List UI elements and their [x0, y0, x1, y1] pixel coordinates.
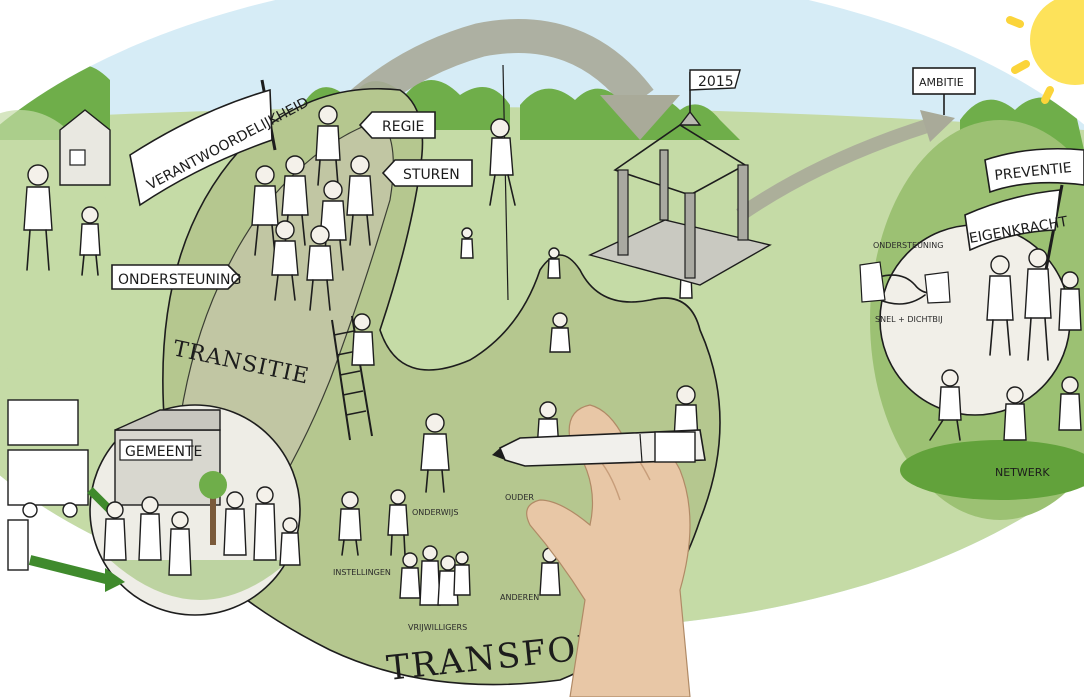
vrijwilligers-label: VRIJWILLIGERS	[408, 623, 467, 632]
person-onderwijs	[420, 413, 450, 493]
person	[547, 247, 561, 279]
gemeente-globe: GEMEENTE	[89, 404, 301, 616]
arrow-to-ambitie	[736, 110, 955, 221]
people-group-bridge	[251, 105, 374, 311]
person	[253, 486, 277, 561]
year-label: 2015	[698, 74, 734, 90]
ondersteuning-right-label: ONDERSTEUNING	[873, 241, 943, 250]
sign-regie: REGIE	[358, 111, 436, 139]
person	[1058, 376, 1082, 431]
person	[399, 552, 421, 599]
gemeente-crowd	[103, 471, 301, 576]
snel-dichtbij-label: SNEL + DICHTBIJ	[875, 315, 943, 324]
flag-preventie: PREVENTIE	[984, 147, 1084, 194]
instellingen-label: INSTELLINGEN	[333, 568, 391, 577]
person	[281, 155, 309, 246]
vrijwilligers-group	[399, 545, 471, 606]
netwerk-ground	[900, 440, 1084, 500]
person	[306, 225, 334, 311]
house-icon	[59, 109, 111, 186]
trucks	[7, 399, 125, 592]
person-instellingen	[338, 491, 362, 556]
flag-2015	[689, 69, 741, 91]
person	[1003, 386, 1027, 441]
anderen-label: ANDEREN	[500, 593, 539, 602]
person	[138, 496, 162, 561]
marker-icon	[492, 429, 706, 467]
regie-label: REGIE	[382, 119, 424, 135]
person	[251, 165, 279, 256]
person	[460, 227, 474, 259]
ouders-label: OUDER	[505, 493, 534, 502]
sturen-label: STUREN	[403, 167, 460, 183]
person	[1058, 271, 1082, 331]
community-people	[929, 248, 1082, 441]
person	[346, 155, 374, 246]
small-figures	[460, 227, 693, 353]
sun-icon	[1006, 0, 1084, 104]
person	[79, 206, 101, 276]
person	[929, 369, 962, 441]
person	[1024, 248, 1052, 361]
person	[23, 164, 53, 271]
sign-sturen: STUREN	[381, 159, 473, 187]
person	[986, 255, 1014, 356]
gemeente-label: GEMEENTE	[125, 444, 202, 460]
sign-ambitie: AMBITIE	[912, 67, 976, 115]
person	[103, 501, 127, 561]
people-left	[23, 164, 101, 276]
ambitie-label: AMBITIE	[919, 76, 964, 89]
person	[279, 517, 301, 566]
sign-ondersteuning-left: ONDERSTEUNING	[111, 264, 241, 290]
netwerk-label: NETWERK	[995, 466, 1050, 479]
person	[168, 511, 192, 576]
person	[419, 545, 441, 606]
person-climbing	[351, 313, 375, 366]
person	[437, 555, 459, 606]
onderwijs-label: ONDERWIJS	[412, 508, 458, 517]
person	[223, 491, 247, 556]
person	[315, 105, 341, 186]
ondersteuning-left-label: ONDERSTEUNING	[118, 272, 241, 288]
rope-climber	[489, 64, 516, 301]
pavilion-icon: 2015	[587, 69, 772, 286]
ladder-icon	[331, 313, 375, 441]
handshake-icon	[859, 261, 951, 305]
person	[387, 489, 409, 556]
person	[271, 220, 299, 301]
person	[549, 312, 571, 353]
person	[453, 551, 471, 596]
